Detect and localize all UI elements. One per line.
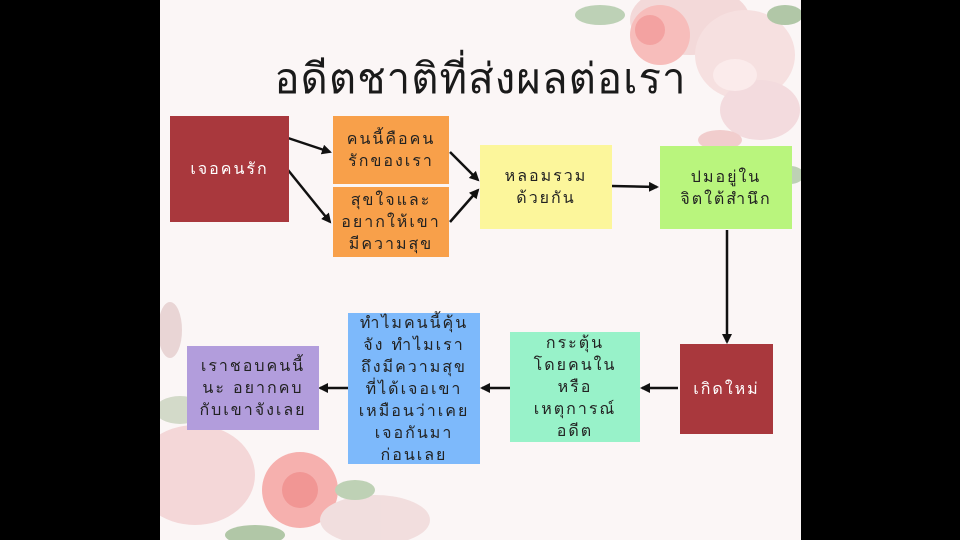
arrow-lover-to-merge [449,151,480,182]
page-title: อดีตชาติที่ส่งผลต่อเรา [274,54,687,103]
node-this-is-our-lover: คนนี้คือคน รักของเรา [333,116,449,184]
node-triggered-by-past: กระตุ้น โดยคนใน หรือ เหตุการณ์ อดีต [510,332,640,442]
node-reborn: เกิดใหม่ [680,344,773,434]
arrow-happy-to-merge [449,188,480,223]
node-why-familiar: ทำไมคนนี้คุ้น จัง ทำไมเรา ถึงมีความสุข ท… [348,313,480,464]
floral-decoration-bottom-left [160,302,430,540]
slide: อดีตชาติที่ส่งผลต่อเรา เจอคนรัก คนนี้คือ… [160,0,801,540]
arrow-meet-to-lover [287,136,332,155]
arrow-merge-to-subconscious [611,181,659,192]
node-we-like-this-person: เราชอบคนนี้ นะ อยากคบ กับเขาจังเลย [187,346,319,430]
node-meet-lover: เจอคนรัก [170,116,289,222]
node-subconscious-knot: ปมอยู่ใน จิตใต้สำนึก [660,146,792,229]
node-happy-want-them-happy: สุขใจและ อยากให้เขา มีความสุข [333,187,449,257]
node-merge-together: หลอมรวม ด้วยกัน [480,145,612,229]
flow-arrows [287,136,732,393]
arrow-meet-to-happy [287,169,332,224]
